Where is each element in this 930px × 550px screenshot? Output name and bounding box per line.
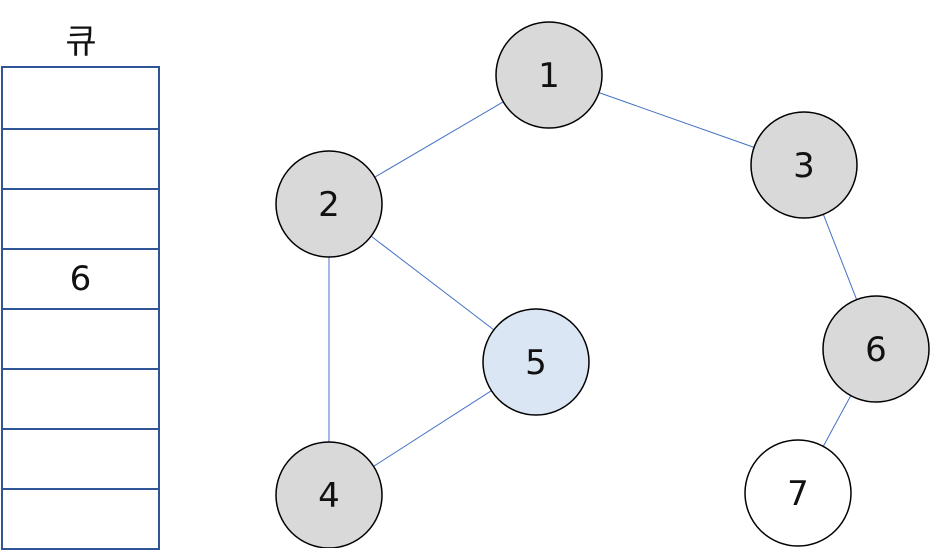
- queue-cell: [3, 308, 158, 368]
- node-label: 1: [538, 56, 560, 96]
- graph-edges: [328, 92, 858, 467]
- queue-cell: [3, 428, 158, 488]
- edge-4-5: [373, 390, 492, 467]
- node-label: 6: [865, 330, 887, 370]
- node-4: 4: [275, 441, 383, 548]
- queue-cell: [3, 368, 158, 428]
- node-2: 2: [275, 150, 383, 258]
- node-circle: [822, 295, 930, 403]
- edge-2-5: [370, 235, 495, 331]
- graph-nodes: 1 2 3 4 5 6 7: [275, 21, 930, 548]
- queue-cell: [3, 128, 158, 188]
- node-1: 1: [495, 21, 603, 129]
- node-5: 5: [482, 308, 590, 416]
- node-circle: [744, 439, 852, 547]
- node-circle: [750, 111, 858, 219]
- edge-1-2: [374, 101, 504, 178]
- node-circle: [495, 21, 603, 129]
- node-label: 5: [525, 343, 547, 383]
- queue-cell: [3, 488, 158, 548]
- node-label: 3: [793, 146, 815, 186]
- node-circle: [275, 150, 383, 258]
- edge-6-7: [822, 395, 852, 447]
- edge-3-6: [822, 214, 858, 300]
- node-label: 7: [787, 474, 809, 514]
- queue-cell: 6: [3, 248, 158, 308]
- node-7: 7: [744, 439, 852, 547]
- node-circle: [275, 441, 383, 548]
- edge-1-3: [598, 92, 755, 148]
- queue-title: 큐: [65, 22, 97, 62]
- node-circle: [482, 308, 590, 416]
- node-label: 4: [318, 476, 340, 516]
- node-3: 3: [750, 111, 858, 219]
- queue-cell: [3, 188, 158, 248]
- node-label: 2: [318, 185, 340, 225]
- node-6: 6: [822, 295, 930, 403]
